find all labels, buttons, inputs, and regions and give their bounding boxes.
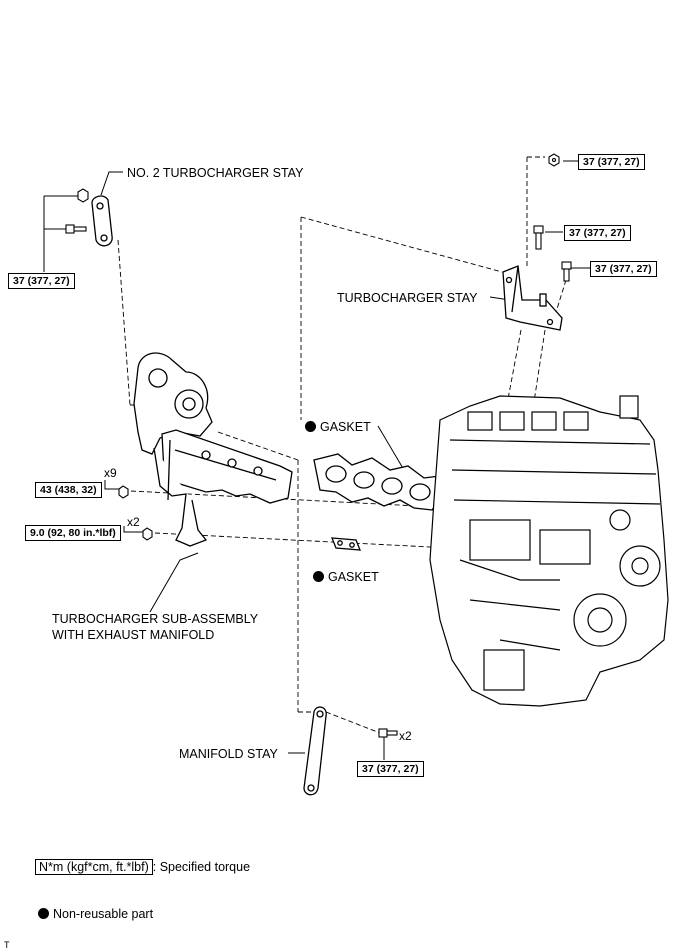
fasteners bbox=[65, 153, 572, 738]
nut-no2-stay bbox=[77, 188, 89, 203]
non-reusable-dot-icon bbox=[38, 908, 49, 919]
legend-nonreusable: Non-reusable part bbox=[38, 907, 153, 921]
leader-lines bbox=[43, 160, 590, 760]
turbocharger-assembly-part bbox=[133, 352, 293, 547]
non-reusable-dot-icon bbox=[313, 571, 324, 582]
legend-torque-desc: : Specified torque bbox=[152, 860, 251, 874]
footer-mark: T bbox=[4, 940, 10, 950]
legend-torque: N*m (kgf*cm, ft.*lbf): Specified torque bbox=[35, 859, 251, 875]
small-gasket-part bbox=[331, 537, 361, 551]
manifold-stay-part bbox=[303, 706, 327, 796]
legend-nonreusable-text: Non-reusable part bbox=[53, 907, 154, 921]
turbocharger-assembly-label-line1: TURBOCHARGER SUB-ASSEMBLY bbox=[52, 612, 259, 626]
quantity-mark: x9 bbox=[104, 466, 117, 480]
quantity-mark: x2 bbox=[399, 729, 412, 743]
bolt-stay-a bbox=[533, 225, 544, 250]
torque-spec-box: 37 (377, 27) bbox=[564, 225, 631, 241]
bolt-no2-stay bbox=[65, 224, 87, 234]
torque-spec-box: 37 (377, 27) bbox=[578, 154, 645, 170]
manifold-stay-label: MANIFOLD STAY bbox=[179, 747, 278, 761]
gasket-upper-label: GASKET bbox=[305, 420, 371, 434]
torque-spec-box: 37 (377, 27) bbox=[590, 261, 657, 277]
bolt-manifold-stay bbox=[378, 728, 398, 738]
no2-turbocharger-stay-label: NO. 2 TURBOCHARGER STAY bbox=[127, 166, 304, 180]
nut-pipe bbox=[142, 527, 153, 541]
torque-spec-box: 37 (377, 27) bbox=[8, 273, 75, 289]
quantity-mark: x2 bbox=[127, 515, 140, 529]
no2-turbocharger-stay-part bbox=[91, 195, 113, 247]
torque-spec-box: 37 (377, 27) bbox=[357, 761, 424, 777]
non-reusable-dot-icon bbox=[305, 421, 316, 432]
turbocharger-stay-label: TURBOCHARGER STAY bbox=[337, 291, 478, 305]
gasket-upper-text: GASKET bbox=[320, 420, 371, 434]
gasket-lower-text: GASKET bbox=[328, 570, 379, 584]
bolt-stay-b bbox=[561, 261, 572, 282]
nut-top-right bbox=[548, 153, 560, 167]
turbocharger-assembly-label-line2: WITH EXHAUST MANIFOLD bbox=[52, 628, 215, 642]
nut-manifold bbox=[118, 485, 129, 499]
legend-torque-box: N*m (kgf*cm, ft.*lbf) bbox=[35, 859, 153, 875]
engine-block-part bbox=[429, 395, 669, 707]
torque-spec-box: 43 (438, 32) bbox=[35, 482, 102, 498]
turbocharger-stay-part bbox=[502, 265, 563, 331]
gasket-lower-label: GASKET bbox=[313, 570, 379, 584]
torque-spec-box: 9.0 (92, 80 in.*lbf) bbox=[25, 525, 121, 541]
